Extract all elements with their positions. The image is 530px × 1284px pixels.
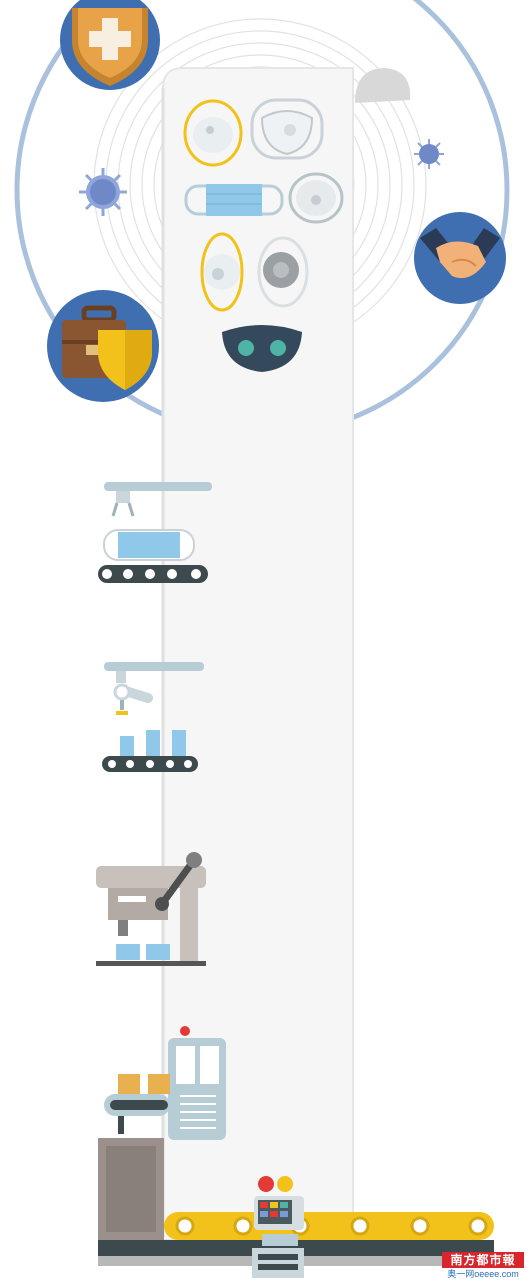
control-console: [252, 1176, 304, 1278]
watermark-site: 奥一网oeeee.com: [442, 1268, 524, 1280]
machine-robot-arm-stage: [102, 662, 204, 772]
mask-n95-white: [183, 99, 243, 167]
medical-shield-icon: [60, 0, 160, 90]
machine-packaging-stage: [98, 1026, 226, 1240]
virus-icon: [79, 168, 127, 216]
briefcase-shield-icon: [47, 290, 159, 402]
machine-gripper-stage: [98, 482, 212, 583]
mask-valve-white: [250, 98, 324, 160]
vertical-panel: [162, 67, 354, 1241]
mask-gray-cup: [257, 236, 309, 308]
virus-icon-small: [414, 139, 444, 169]
newspaper-watermark: 南方都市報 奥一网oeeee.com: [442, 1252, 524, 1280]
mask-dark-respirator: [222, 325, 302, 372]
panel-curl: [355, 68, 411, 103]
mask-cup-valve: [288, 172, 344, 224]
mask-surgical-blue: [184, 184, 284, 216]
machine-press-stage: [96, 852, 206, 966]
handshake-icon: [414, 212, 506, 304]
mask-n95-yellow-strap: [200, 232, 244, 312]
watermark-logo: 南方都市報: [442, 1252, 524, 1268]
